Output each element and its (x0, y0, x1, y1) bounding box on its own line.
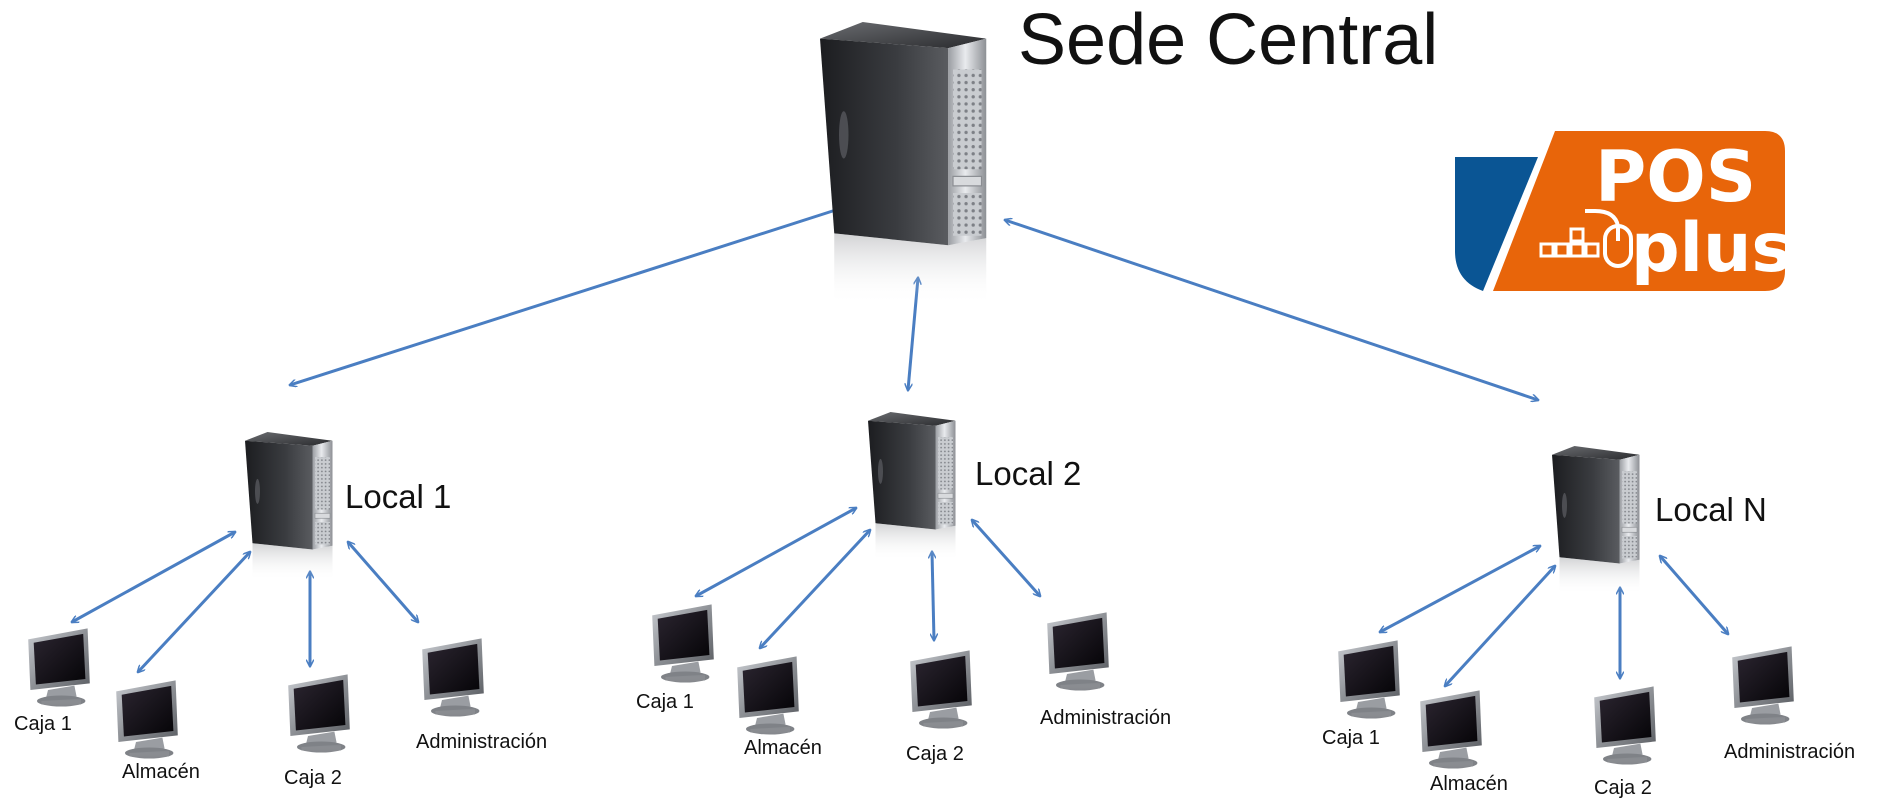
terminal-monitor-icon (116, 680, 178, 760)
terminal-monitor-icon (1732, 646, 1794, 726)
terminal-label: Almacén (122, 761, 200, 783)
local-3-link-4 (1660, 556, 1728, 634)
central-server-icon (820, 22, 987, 306)
logo-text-pos: POS (1595, 136, 1756, 218)
logo-text-plus: plus (1631, 209, 1785, 288)
terminal-label: Administración (416, 731, 548, 753)
terminal-monitor-icon (1338, 640, 1400, 720)
local-3-link-1 (1380, 546, 1540, 632)
terminal-label: Almacén (1430, 773, 1508, 795)
keyboard-icon (1539, 227, 1600, 258)
terminal-monitor-icon (652, 604, 714, 684)
local-2-link-2 (760, 530, 870, 648)
mouse-icon (1585, 209, 1633, 268)
local-1-link-1 (72, 532, 235, 622)
local-server-icon (868, 412, 956, 562)
local-3-link-2 (1445, 566, 1555, 686)
connection-links (72, 208, 1728, 686)
terminal-monitor-icon (1420, 690, 1482, 770)
local-1-link-4 (348, 542, 418, 622)
terminal-label: Caja 1 (636, 691, 694, 713)
local-1-link-2 (138, 552, 250, 672)
local-label: Local 1 (345, 478, 452, 515)
terminal-monitor-icon (28, 628, 90, 708)
local-2-link-3 (932, 552, 934, 640)
local-label: Local N (1655, 491, 1767, 528)
terminal-label: Caja 1 (1322, 727, 1380, 749)
terminal-monitor-icon (737, 656, 799, 736)
local-server-icon (1552, 446, 1640, 596)
terminal-monitor-icon (1047, 612, 1109, 692)
central-link-3 (1005, 220, 1538, 400)
local-label: Local 2 (975, 455, 1082, 492)
posplus-logo: POS plus (1455, 131, 1785, 291)
terminal-label: Caja 2 (906, 743, 964, 765)
terminal-monitor-icon (910, 650, 972, 730)
terminal-label: Caja 1 (14, 713, 72, 735)
terminal-label: Administración (1040, 707, 1172, 729)
terminal-monitor-icon (422, 638, 484, 718)
central-link-1 (290, 208, 842, 385)
terminal-monitor-icon (1594, 686, 1656, 766)
terminal-label: Caja 2 (1594, 777, 1652, 799)
terminal-label: Caja 2 (284, 767, 342, 789)
terminal-label: Administración (1724, 741, 1856, 763)
terminal-label: Almacén (744, 737, 822, 759)
local-2-link-4 (972, 520, 1040, 596)
terminal-monitor-icon (288, 674, 350, 754)
local-2-link-1 (696, 508, 856, 596)
local-server-icon (245, 432, 333, 582)
central-title: Sede Central (1018, 0, 1439, 80)
